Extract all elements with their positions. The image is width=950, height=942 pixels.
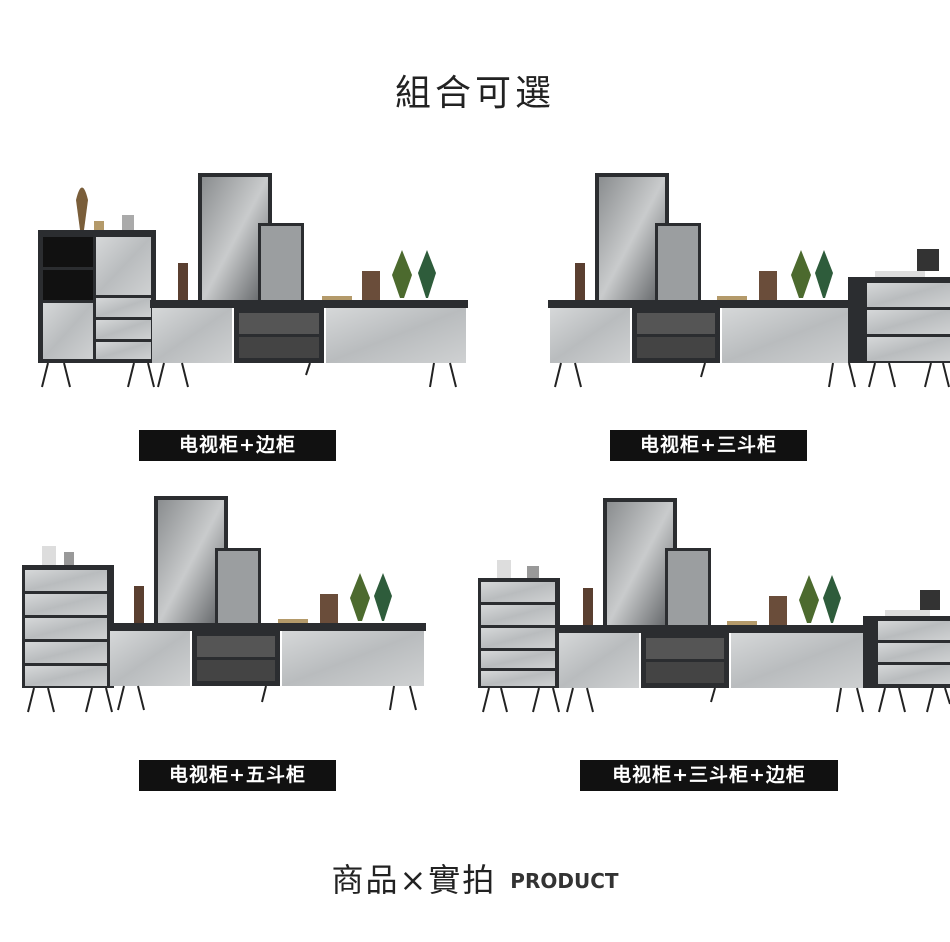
combo-tv-side-cabinet-image: [30, 165, 480, 395]
footer-caption: 商品×實拍 PRODUCT: [0, 855, 950, 901]
combo-tv-three-drawer-image: [545, 165, 950, 395]
footer-chinese-text: 商品×實拍: [331, 861, 497, 899]
page-title: 組合可選: [394, 73, 555, 114]
combo-tv-three-drawer-side-image: [475, 490, 950, 720]
footer-english-text: PRODUCT: [510, 869, 619, 893]
combo-label-tv-side-cabinet: 电视柜+边柜: [139, 430, 336, 461]
combo-label-tv-three-drawer-side: 电视柜+三斗柜+边柜: [580, 760, 838, 791]
combo-label-tv-three-drawer: 电视柜+三斗柜: [610, 430, 807, 461]
combo-label-tv-five-drawer: 电视柜+五斗柜: [139, 760, 336, 791]
combo-tv-five-drawer-image: [20, 490, 430, 720]
